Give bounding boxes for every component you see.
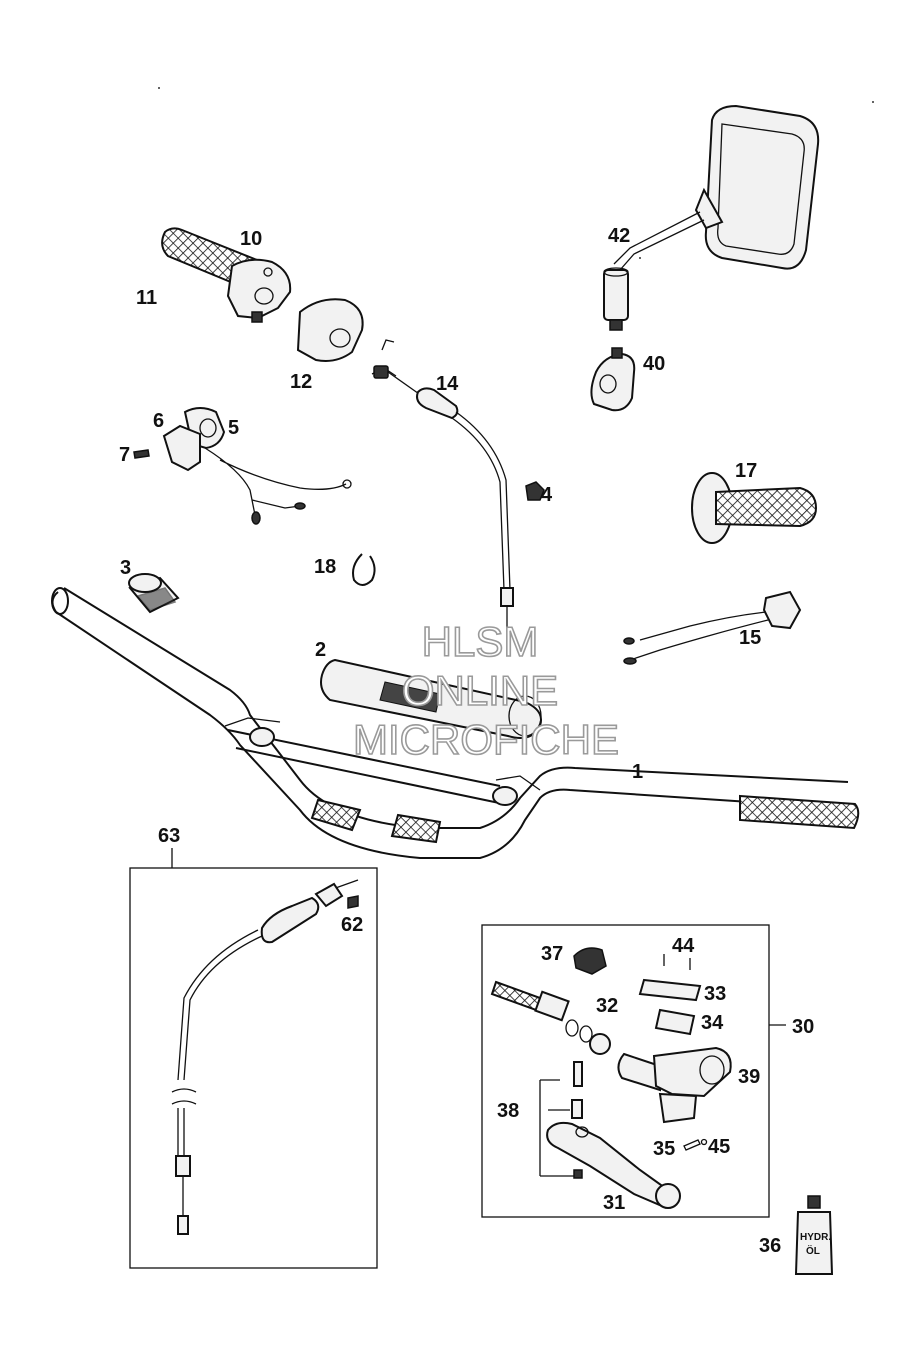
left-grip	[691, 472, 818, 544]
callout-12: 12	[290, 371, 312, 393]
callout-62: 62	[341, 914, 363, 936]
callout-36: 36	[759, 1235, 781, 1257]
callout-11: 11	[136, 287, 157, 309]
switch-with-wiring	[623, 590, 802, 665]
callout-33: 33	[704, 983, 726, 1005]
callout-37: 37	[541, 943, 563, 965]
master-cylinder-box	[481, 924, 786, 1218]
hydraulic-oil-bottle: HYDR. ÖL	[794, 1195, 834, 1275]
handlebar	[51, 587, 860, 859]
callout-5: 5	[228, 417, 239, 439]
callout-39: 39	[738, 1066, 760, 1088]
spacer-bushing	[128, 573, 180, 614]
callout-40: 40	[643, 353, 665, 375]
kill-switch-assembly	[133, 407, 352, 525]
callout-4: 4	[541, 484, 553, 506]
callout-45: 45	[708, 1136, 730, 1158]
throttle-cable	[371, 339, 514, 632]
cable-tie	[352, 553, 376, 586]
callout-38: 38	[497, 1100, 519, 1122]
mirror-assembly	[590, 104, 820, 412]
crossbar-pad	[320, 658, 542, 739]
watermark-line2: ONLINE	[402, 667, 558, 714]
callout-18: 18	[314, 556, 336, 578]
watermark-line3: MICROFICHE	[353, 716, 619, 763]
bottle-label-line1: HYDR.	[800, 1232, 831, 1243]
callout-15: 15	[739, 627, 761, 649]
callout-1: 1	[632, 761, 643, 783]
bottle-label-line2: ÖL	[806, 1244, 820, 1257]
callout-44: 44	[672, 935, 695, 957]
callout-7: 7	[119, 444, 130, 466]
callout-3: 3	[120, 557, 131, 579]
callout-14: 14	[436, 373, 459, 395]
watermark: HLSM ONLINE MICROFICHE	[352, 617, 620, 764]
callout-63: 63	[158, 825, 180, 847]
callout-17: 17	[735, 460, 757, 482]
callout-30: 30	[792, 1016, 814, 1038]
throttle-cover	[296, 298, 364, 362]
callout-10: 10	[240, 228, 262, 250]
callout-2: 2	[315, 639, 326, 661]
callout-31: 31	[603, 1192, 625, 1214]
callout-35: 35	[653, 1138, 675, 1160]
callout-34: 34	[701, 1012, 724, 1034]
callout-6: 6	[153, 410, 164, 432]
clutch-cable-box	[129, 848, 378, 1269]
cable-nut	[525, 481, 545, 501]
watermark-line1: HLSM	[422, 618, 539, 665]
callout-42: 42	[608, 225, 630, 247]
throttle-grip-assembly	[161, 227, 292, 323]
callout-32: 32	[596, 995, 618, 1017]
